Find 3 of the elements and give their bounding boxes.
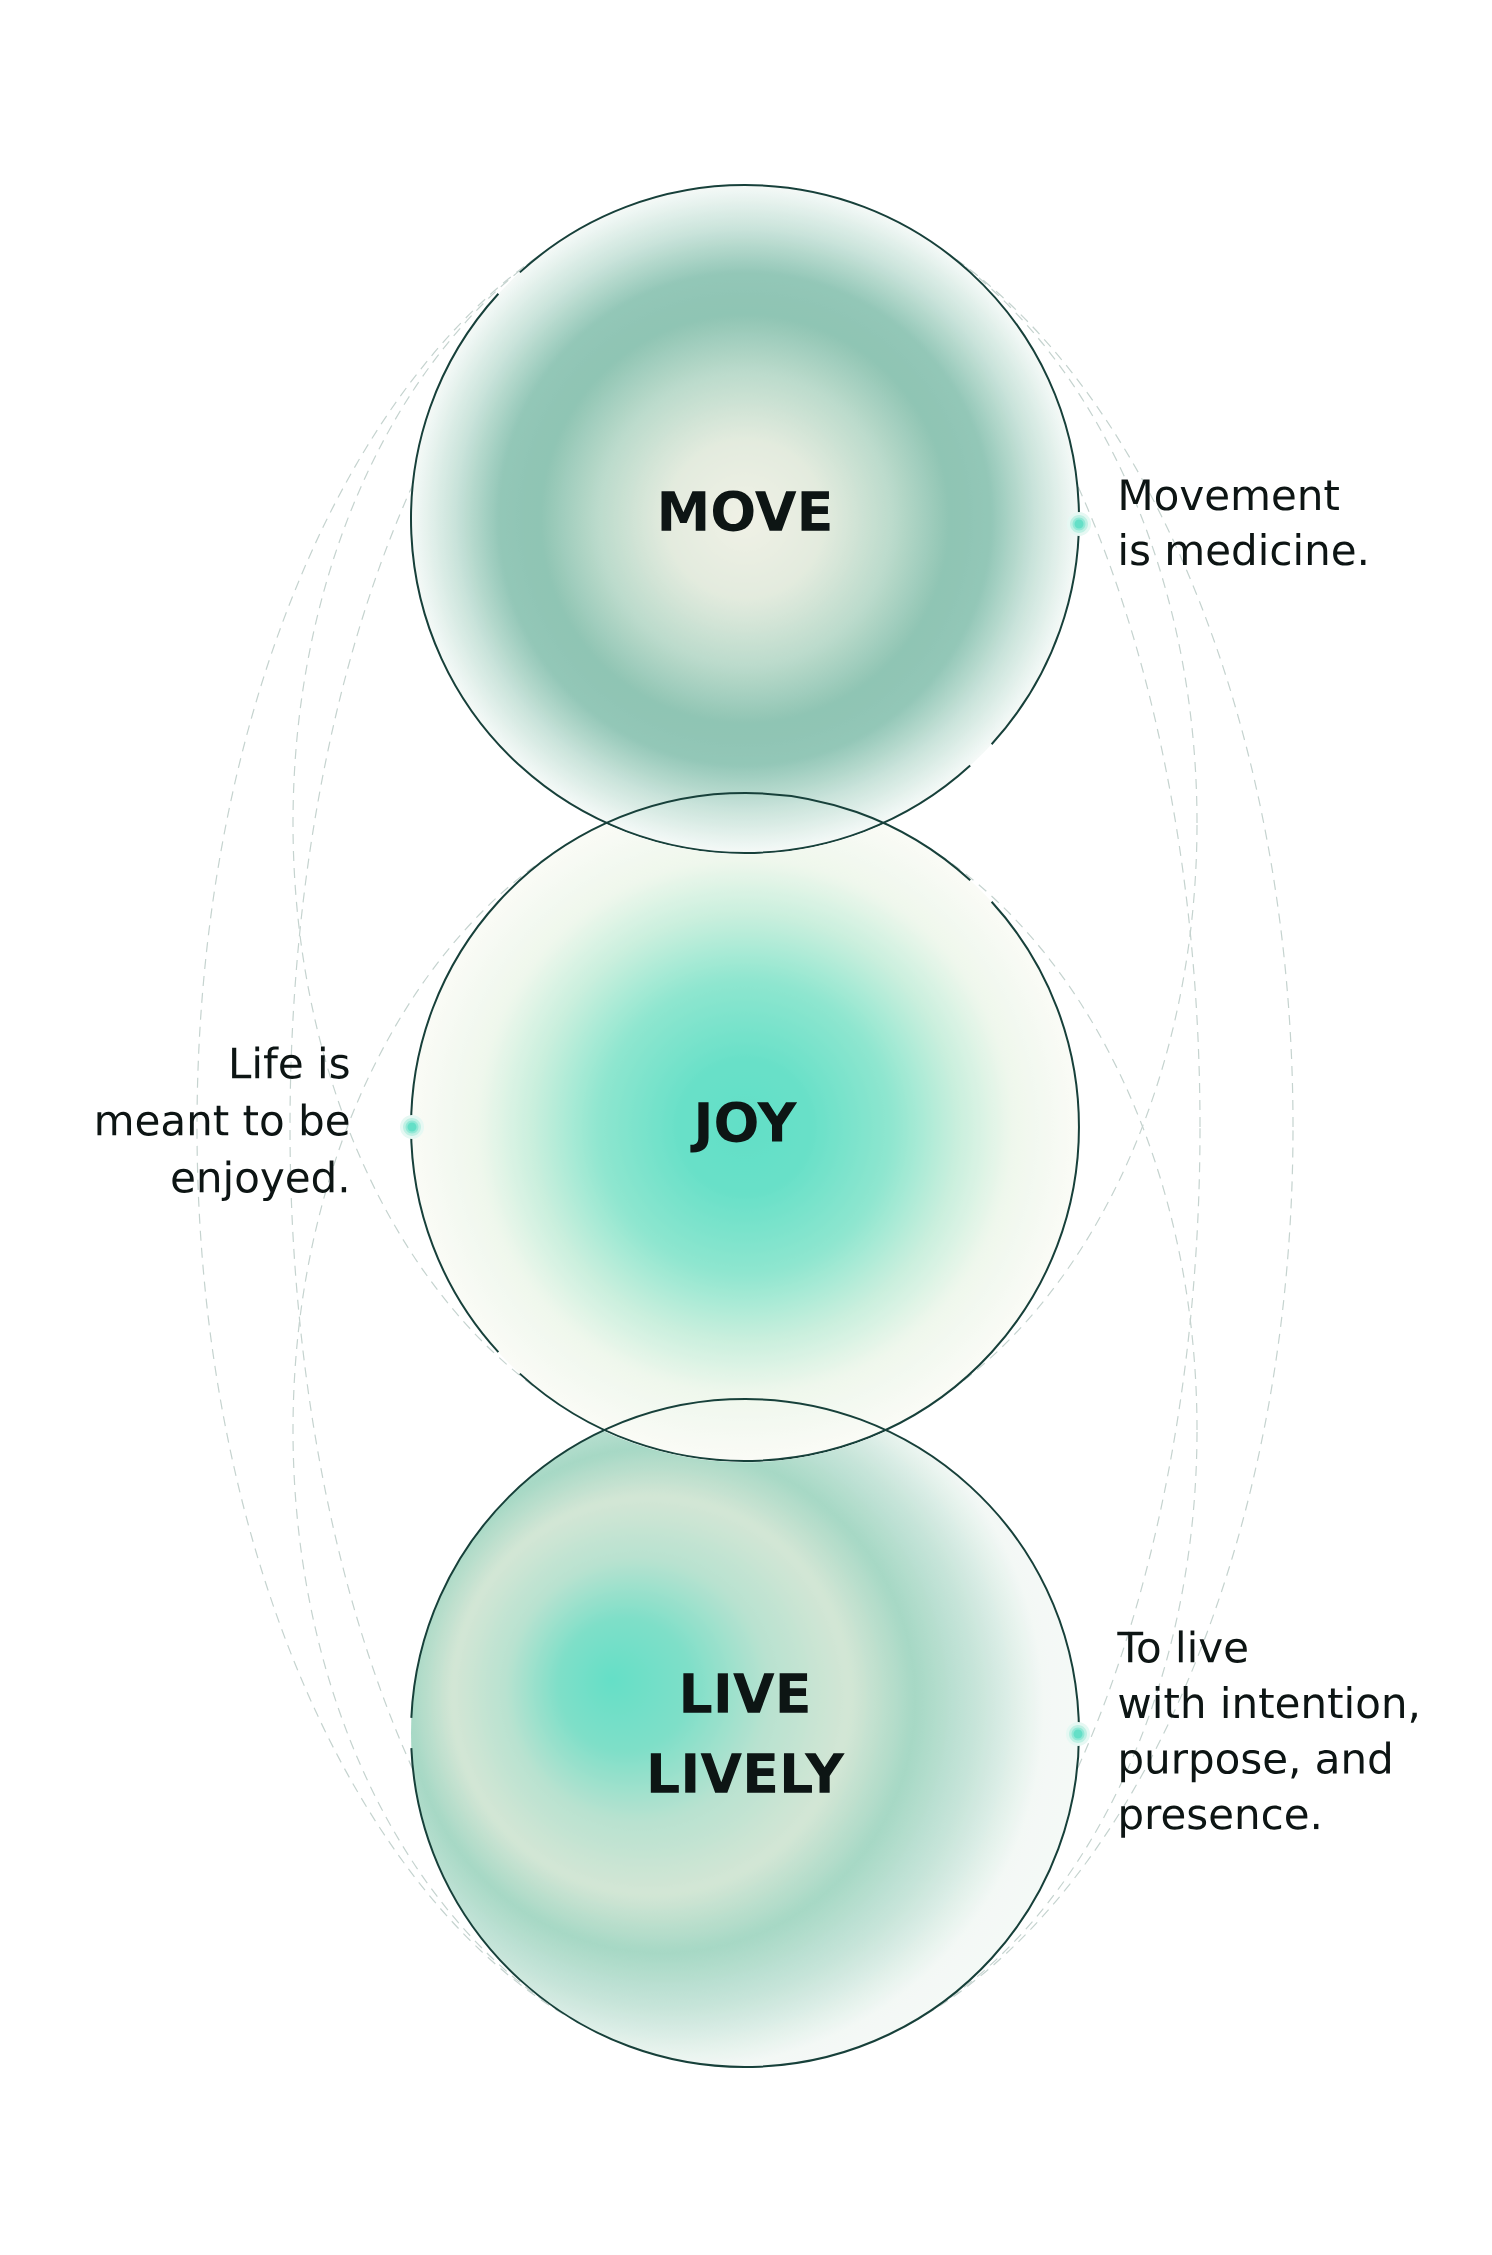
side-note: Life is meant to be enjoyed. [97,1046,349,1202]
side-note: Movement is medicine. [1121,479,1366,566]
side-note: To live with intention, purpose, and presence. [1117,1630,1417,1838]
